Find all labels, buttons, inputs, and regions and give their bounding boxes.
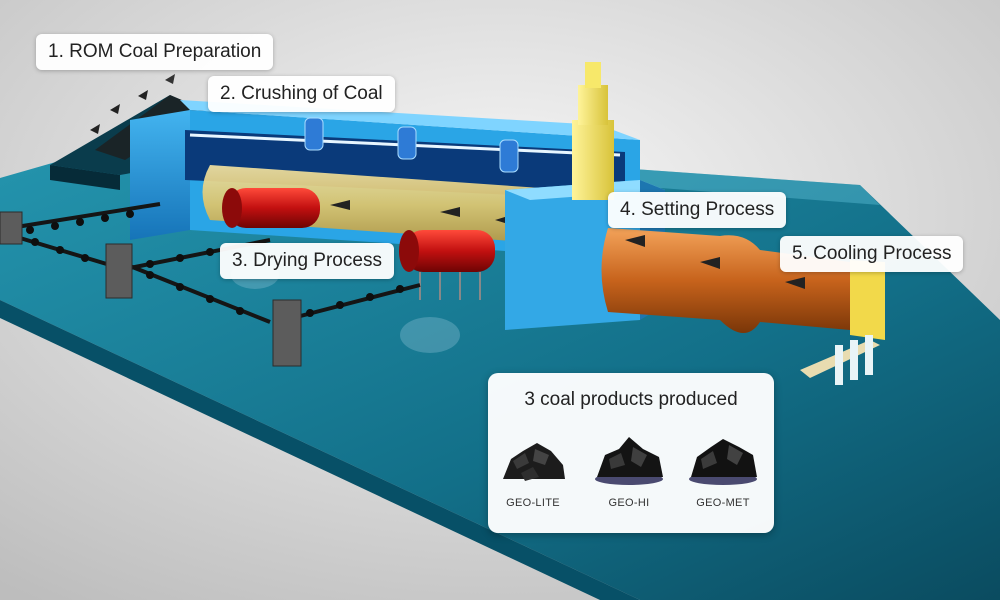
step-rom-coal-preparation-label: 1. ROM Coal Preparation [36,34,274,70]
product-name: GEO-LITE [506,497,560,509]
coal-pile-icon [595,437,663,485]
step-crushing-of-coal-label: 2. Crushing of Coal [208,76,395,112]
cooler-end-plate [800,260,885,385]
product-geo-met: GEO-MET [678,429,768,519]
product-name: GEO-HI [608,497,650,509]
step-drying-process-label: 3. Drying Process [220,243,394,279]
heater-units [222,188,495,300]
product-geo-lite: GEO-LITE [488,429,578,519]
step-cooling-process-label: 5. Cooling Process [780,236,964,272]
product-name: GEO-MET [696,497,750,509]
yellow-tower [572,62,614,200]
coal-products-panel: 3 coal products produced GEO-LITE GEO-HI… [488,373,774,533]
coal-pile-icon [689,439,757,485]
coal-pile-icon [503,443,565,481]
product-geo-hi: GEO-HI [584,429,674,519]
conveyor-rollers [26,210,404,317]
conveyor-posts [0,211,302,367]
crusher-nozzles [304,117,519,173]
coal-products-title: 3 coal products produced [524,389,738,410]
step-setting-process-label: 4. Setting Process [608,192,787,228]
